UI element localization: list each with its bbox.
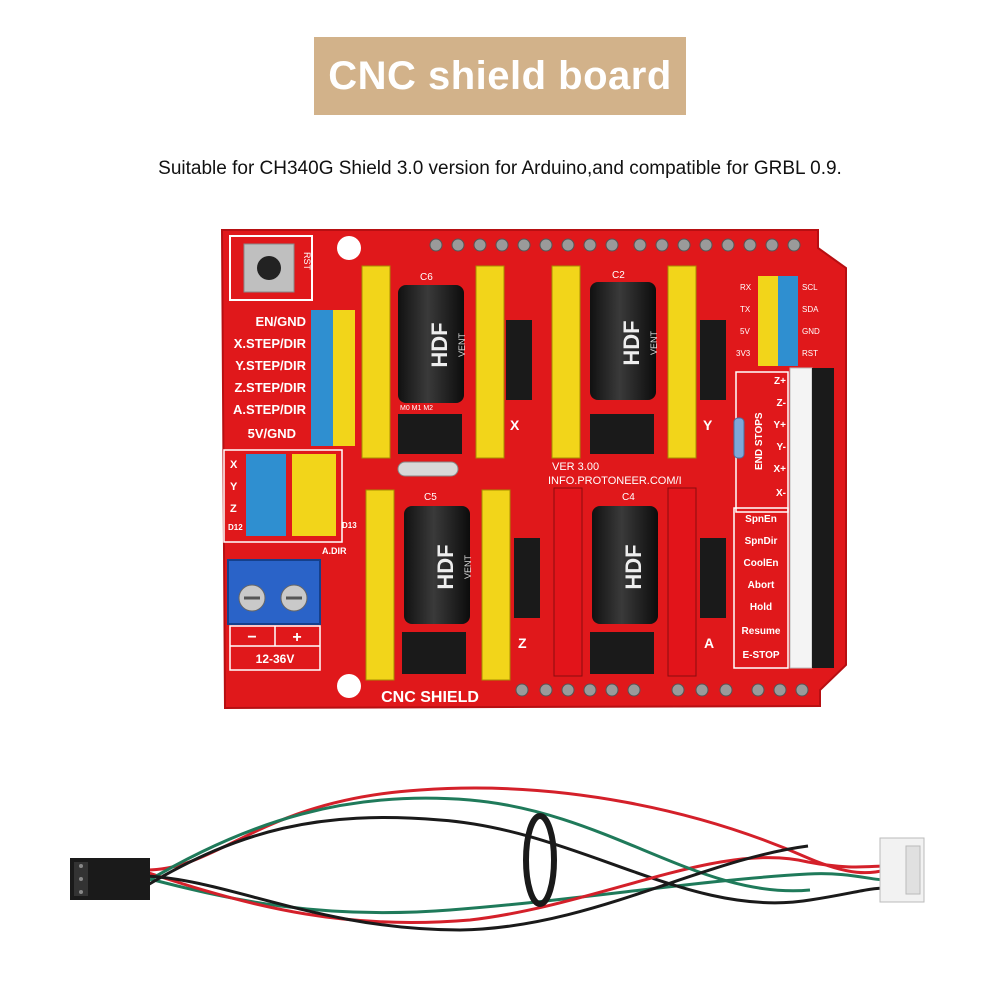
cap-c5-label: C5 [424, 492, 437, 503]
cap-c2-vent: VENT [649, 331, 659, 356]
label-gnd: GND [802, 327, 820, 336]
label-en-gnd: EN/GND [255, 314, 306, 329]
label-estop: E-STOP [742, 650, 779, 661]
label-coolen: CoolEn [744, 558, 779, 569]
top-pin-row [429, 238, 801, 252]
mounting-hole [337, 236, 361, 260]
dupont-connector [70, 858, 150, 900]
driver-slot-z: C5 HDF VENT Z [365, 489, 540, 681]
serial-i2c-header: RX TX 5V 3V3 SCL SDA GND RST [736, 276, 820, 366]
minus-label: − [247, 629, 256, 646]
control-labels: SpnEn SpnDir CoolEn Abort Hold Resume E-… [733, 507, 789, 669]
mounting-hole [337, 674, 361, 698]
cap-c4-brand: HDF [621, 544, 646, 589]
label-5v: 5V [740, 327, 750, 336]
label-abort: Abort [748, 580, 775, 591]
axis-y-label: Y [230, 481, 238, 493]
cap-c6-label: C6 [420, 272, 433, 283]
label-sda: SDA [802, 305, 819, 314]
label-x-minus: X- [776, 488, 786, 499]
label-z-minus: Z- [777, 398, 786, 409]
version-label: VER 3.00 [552, 461, 599, 473]
voltage-label: 12-36V [256, 652, 295, 666]
cap-c2-brand: HDF [619, 320, 644, 365]
plus-label: + [292, 629, 301, 646]
label-y-minus: Y- [777, 442, 786, 453]
power-terminal: − + 12-36V [227, 559, 321, 671]
axis-z-label: Z [230, 503, 237, 515]
d13-label: D13 [342, 521, 357, 530]
board-name: CNC SHIELD [381, 689, 479, 706]
label-3v3: 3V3 [736, 349, 751, 358]
end-stops-label: END STOPS [754, 412, 765, 470]
crystal [397, 461, 459, 477]
cap-c2-label: C2 [612, 270, 625, 281]
label-tx: TX [740, 305, 751, 314]
label-z-step: Z.STEP/DIR [234, 380, 306, 395]
slot-x-label: X [510, 417, 520, 433]
driver-slot-y: C2 HDF VENT Y [551, 265, 726, 459]
label-spndir: SpnDir [745, 536, 778, 547]
website-label: INFO.PROTONEER.COM/I [548, 475, 682, 487]
slot-a-label: A [704, 635, 714, 651]
label-resume: Resume [742, 626, 781, 637]
label-x-plus: X+ [773, 464, 786, 475]
cap-c5-vent: VENT [463, 555, 473, 580]
jumper-block: X Y Z D12 D13 A.DIR [223, 449, 357, 556]
left-pin-header [311, 310, 355, 446]
title: CNC shield board [328, 53, 672, 98]
label-scl: SCL [802, 283, 818, 292]
label-rst-right: RST [802, 349, 818, 358]
d12-label: D12 [228, 523, 243, 532]
rst-label: RST [302, 252, 312, 271]
stepper-cable [145, 786, 887, 932]
label-a-step: A.STEP/DIR [233, 402, 307, 417]
label-y-plus: Y+ [773, 420, 786, 431]
axis-x-label: X [230, 459, 238, 471]
adir-label: A.DIR [322, 546, 347, 556]
slot-z-label: Z [518, 635, 527, 651]
label-y-step: Y.STEP/DIR [235, 358, 306, 373]
driver-slot-x: C6 HDF VENT M0 M1 M2 X [361, 265, 532, 459]
jst-connector [879, 837, 925, 903]
right-pin-header [789, 367, 834, 669]
slot-y-label: Y [703, 417, 713, 433]
label-spnen: SpnEn [745, 514, 777, 525]
cap-c5-brand: HDF [433, 544, 458, 589]
label-x-step: X.STEP/DIR [234, 336, 307, 351]
label-5v-gnd: 5V/GND [248, 426, 296, 441]
subtitle: Suitable for CH340G Shield 3.0 version f… [158, 158, 842, 179]
title-banner: CNC shield board [314, 37, 686, 115]
bottom-pin-row [515, 683, 809, 697]
resistor [733, 417, 745, 459]
label-z-plus: Z+ [774, 376, 786, 387]
driver-slot-a: C4 HDF A [553, 487, 726, 677]
cap-c6-brand: HDF [427, 322, 452, 367]
label-rx: RX [740, 283, 752, 292]
ms-label: M0 M1 M2 [400, 405, 433, 412]
cap-c6-vent: VENT [457, 333, 467, 358]
cnc-shield-board: RST EN/GND X.STEP/DIR Y.STEP/DIR Z.STEP/… [220, 229, 847, 710]
label-hold: Hold [750, 602, 772, 613]
reset-button: RST [229, 235, 313, 301]
cap-c4-label: C4 [622, 492, 635, 503]
